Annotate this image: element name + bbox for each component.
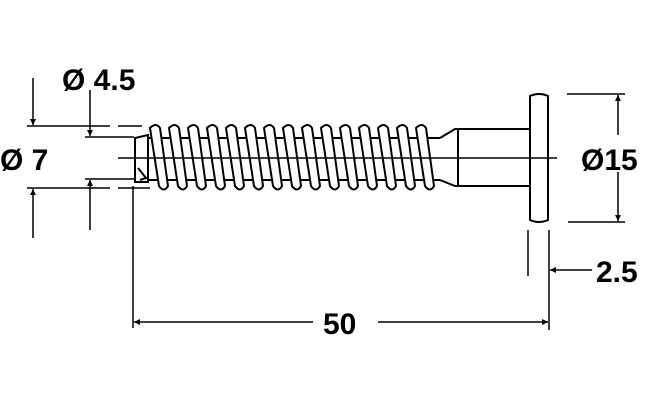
length-dimension: [132, 186, 548, 328]
core-diameter-label: Ø 4.5: [62, 64, 135, 97]
head-thickness-dimension: [527, 230, 592, 330]
length-label: 50: [323, 308, 356, 341]
head-diameter-dimension: [567, 93, 625, 223]
outer-diameter-label: Ø 7: [0, 144, 48, 177]
core-diameter-dimension: [85, 90, 134, 230]
outer-diameter-dimension: [27, 78, 150, 238]
head-thickness-label: 2.5: [596, 256, 638, 289]
head-diameter-label: Ø15: [581, 144, 638, 177]
